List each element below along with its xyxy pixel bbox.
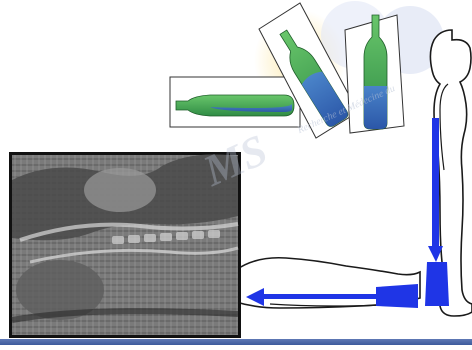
bottle-panel-horizontal	[170, 77, 300, 127]
mri-sagittal-image	[9, 152, 241, 338]
bottle-horizontal	[176, 95, 294, 116]
bottle-panel-upright	[345, 15, 404, 133]
bottom-band	[0, 339, 472, 345]
